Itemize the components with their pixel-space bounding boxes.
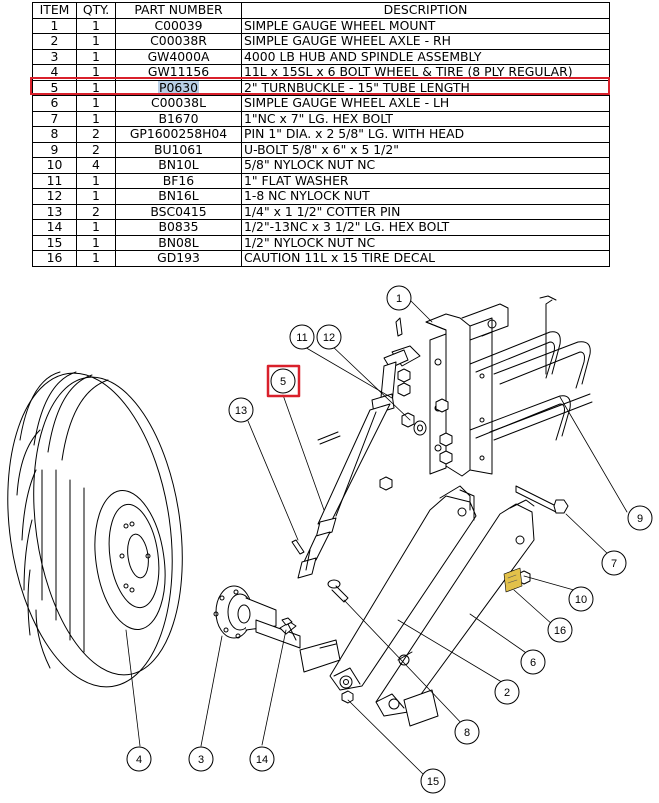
cell-part-number: C00038L: [115, 95, 242, 112]
balloon-label: 8: [464, 727, 470, 739]
caution-decal: [503, 567, 523, 593]
balloon-9: 9: [627, 505, 653, 531]
balloon-label: 2: [504, 687, 510, 699]
balloon-circle: [188, 746, 214, 772]
cell-description: 2" TURNBUCKLE - 15" TUBE LENGTH: [241, 79, 610, 96]
balloon-12: 12: [316, 324, 342, 350]
cell-description: 1-8 NC NYLOCK NUT: [241, 188, 610, 205]
highlighted-part-number: P0630: [157, 80, 199, 95]
cell-description: 4000 LB HUB AND SPINDLE ASSEMBLY: [241, 48, 610, 65]
balloon-circle: [568, 586, 594, 612]
balloon-circle: [289, 324, 315, 350]
balloon-4: 4: [126, 746, 152, 772]
table-header-row: ITEM QTY. PART NUMBER DESCRIPTION: [32, 2, 610, 19]
cell-description: 11L x 15SL x 6 BOLT WHEEL & TIRE (8 PLY …: [241, 64, 610, 81]
cell-item: 16: [32, 250, 77, 267]
cell-part-number: GW4000A: [115, 48, 242, 65]
balloon-2: 2: [494, 679, 520, 705]
wheel-mount-bracket: [395, 303, 509, 477]
balloon-circle: [316, 324, 342, 350]
cell-part-number: GW11156: [115, 64, 242, 81]
balloon-15: 15: [420, 768, 446, 794]
balloon-label: 1: [396, 293, 402, 305]
small-bolt-and-nut: [281, 617, 354, 704]
cell-part-number: GD193: [115, 250, 242, 267]
balloon-label: 15: [427, 776, 439, 788]
balloon-circle: [454, 719, 480, 745]
hub-spindle: [213, 585, 301, 649]
balloon-label: 12: [323, 332, 335, 344]
balloon-label: 7: [611, 558, 617, 570]
balloon-label: 13: [235, 405, 247, 417]
balloon-8: 8: [454, 719, 480, 745]
balloon-label: 9: [637, 513, 643, 525]
washer-and-nut: [401, 412, 427, 436]
balloon-14: 14: [249, 746, 275, 772]
balloon-16: 16: [547, 617, 573, 643]
turnbuckle: [297, 345, 421, 579]
cotter-pin: [291, 539, 305, 555]
balloon-5: 5: [270, 368, 296, 394]
cell-description: PIN 1" DIA. x 2 5/8" LG. WITH HEAD: [241, 126, 610, 143]
cell-part-number: C00038R: [115, 33, 242, 50]
cell-description: CAUTION 11L x 15 TIRE DECAL: [241, 250, 610, 267]
u-bolts: [469, 295, 593, 441]
balloon-label: 16: [554, 625, 566, 637]
balloon-circle: [520, 649, 546, 675]
balloon-circle: [386, 285, 412, 311]
axle-lh: [375, 499, 535, 727]
balloon-circle: [228, 397, 254, 423]
balloon-circle: [126, 746, 152, 772]
pin-with-head: [327, 579, 349, 603]
balloon-label: 3: [198, 754, 204, 766]
balloon-circle: [601, 550, 627, 576]
balloon-7: 7: [601, 550, 627, 576]
cell-description: 1/2"-13NC x 3 1/2" LG. HEX BOLT: [241, 219, 610, 236]
axle-rh: [299, 485, 477, 691]
balloon-circle: [494, 679, 520, 705]
balloon-circle: [270, 368, 296, 394]
highlighted-balloon-outline: [266, 364, 301, 398]
balloon-circle: [420, 768, 446, 794]
tire-wheel: [7, 371, 183, 688]
hex-bolt-long: [515, 485, 569, 514]
balloon-label: 5: [280, 376, 286, 388]
balloon-label: 11: [296, 332, 307, 344]
balloon-label: 4: [136, 754, 142, 766]
balloon-1: 1: [386, 285, 412, 311]
cell-part-number: GP1600258H04: [115, 126, 242, 143]
balloon-circle: [249, 746, 275, 772]
cell-part-number: P0630: [115, 79, 242, 96]
balloon-11: 11: [289, 324, 315, 350]
balloon-10: 10: [568, 586, 594, 612]
balloon-13: 13: [228, 397, 254, 423]
balloon-3: 3: [188, 746, 214, 772]
balloon-6: 6: [520, 649, 546, 675]
leader-lines: [125, 299, 628, 777]
balloon-circle: [627, 505, 653, 531]
balloon-circle: [547, 617, 573, 643]
cell-description: U-BOLT 5/8" x 6" x 5 1/2": [241, 141, 610, 158]
balloon-label: 10: [575, 594, 587, 606]
cell-description: 1/4" x 1 1/2" COTTER PIN: [241, 203, 610, 220]
balloon-label: 14: [256, 754, 268, 766]
balloon-label: 6: [530, 657, 536, 669]
